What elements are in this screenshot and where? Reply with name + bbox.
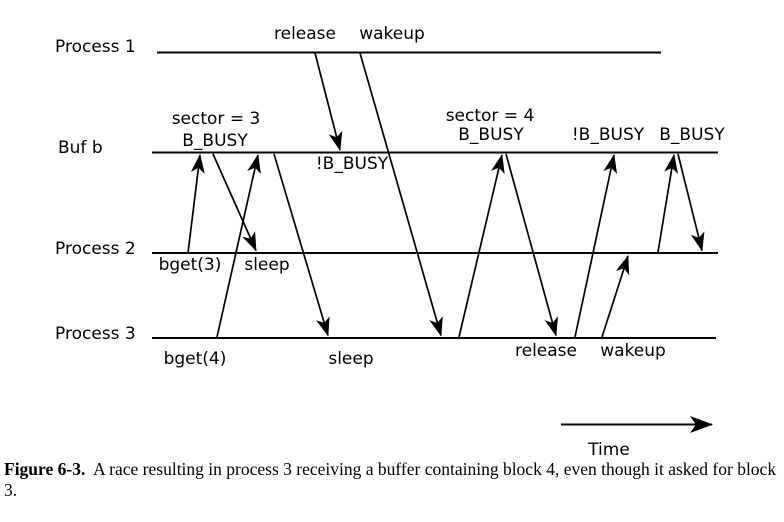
arrow-bufb-to-process3-sleep	[273, 153, 330, 337]
label-sector3: sector = 3	[172, 109, 261, 129]
label-bget4: bget(4)	[164, 349, 227, 369]
arrow-process3-release-to-bufb	[574, 154, 618, 338]
label-sleep-process3: sleep	[328, 349, 373, 369]
arrow-bget4-to-bufb	[216, 154, 261, 338]
arrow-bufb-to-process3-release	[505, 153, 558, 337]
arrow-wakeup-to-process3	[359, 52, 443, 337]
arrow-bget3-to-bufb	[187, 154, 205, 254]
label-sleep-process2: sleep	[244, 255, 289, 275]
arrow-release-to-bufb	[314, 52, 343, 151]
lane-label-bufb: Buf b	[58, 138, 103, 158]
label-wakeup-process1: wakeup	[359, 24, 425, 44]
figure-caption-text: A race resulting in process 3 receiving …	[4, 459, 777, 500]
label-bget3: bget(3)	[159, 255, 222, 275]
label-wakeup-process3: wakeup	[600, 341, 666, 361]
arrow-process3-wakeup-to-process2	[601, 255, 630, 338]
race-condition-diagram: Process 1 Buf b Process 2 Process 3 rele…	[55, 24, 725, 455]
label-release-process3: release	[515, 341, 577, 361]
figure-caption: Figure 6-3. A race resulting in process …	[4, 459, 782, 501]
lane-label-process1: Process 1	[55, 37, 136, 57]
arrow-bufb-to-process2	[677, 153, 705, 252]
label-bbusy-2: B_BUSY	[458, 125, 524, 145]
arrow-process2-to-bufb-busy	[657, 154, 678, 253]
label-bbusy-3: B_BUSY	[659, 125, 725, 145]
label-release-process1: release	[274, 24, 336, 44]
lane-label-process3: Process 3	[55, 324, 136, 344]
label-bbusy-1: B_BUSY	[182, 131, 248, 151]
figure-caption-number: Figure 6-3.	[4, 459, 86, 479]
label-not-bbusy-2: !B_BUSY	[572, 125, 645, 145]
label-not-bbusy-1: !B_BUSY	[316, 154, 389, 174]
time-axis-label: Time	[587, 440, 630, 455]
arrow-bufb-to-process2-sleep	[212, 153, 257, 252]
arrow-process3-to-bufb-busy	[458, 154, 505, 338]
label-sector4: sector = 4	[446, 106, 535, 126]
lane-label-process2: Process 2	[55, 239, 136, 259]
